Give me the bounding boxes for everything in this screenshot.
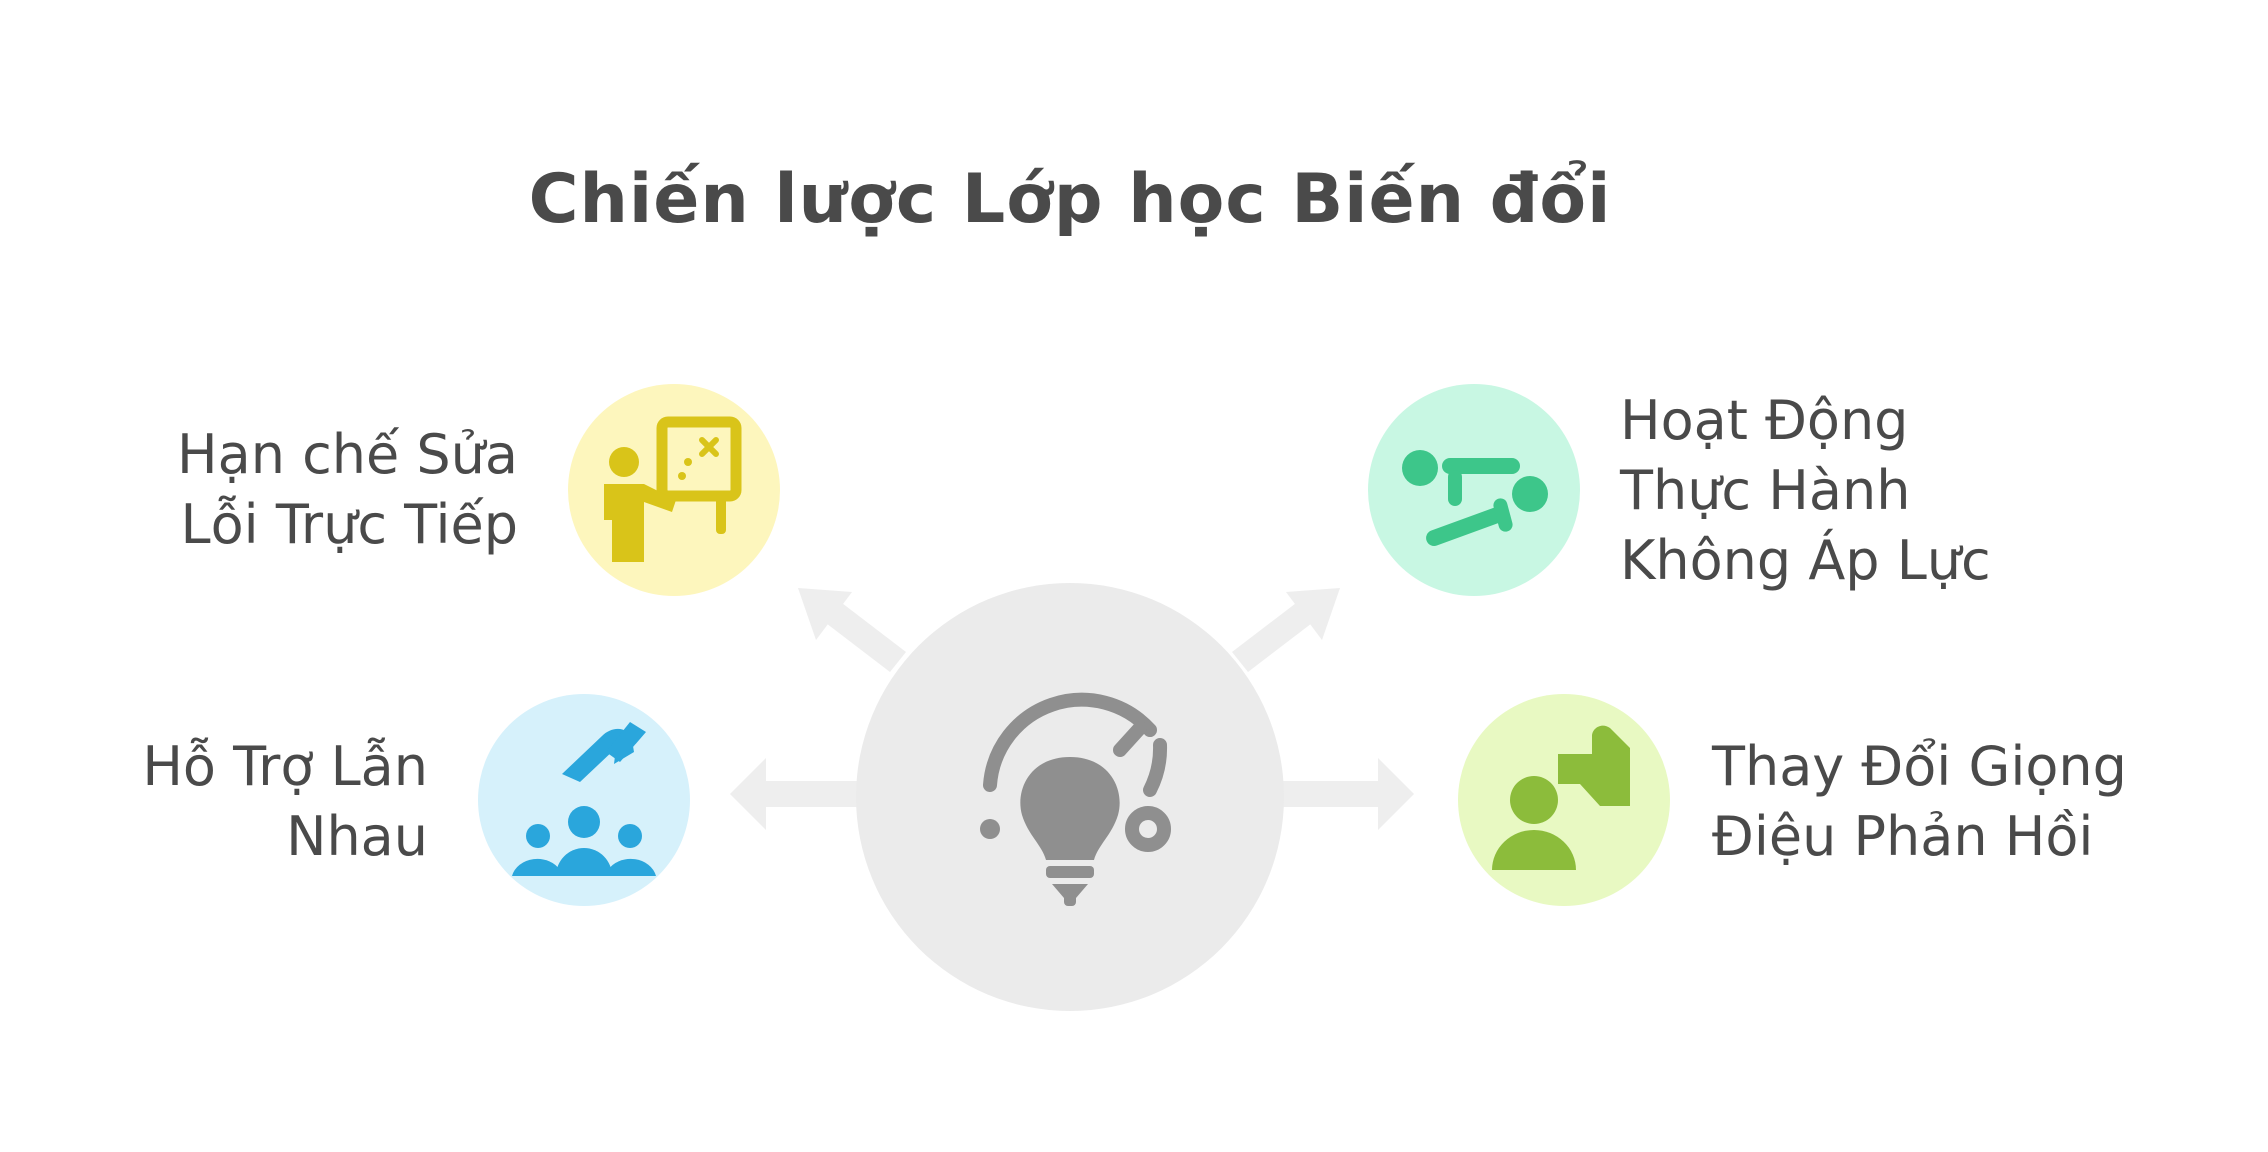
person-speech-icon [1492, 725, 1630, 870]
node-bottom-left-line-2: Nhau [286, 805, 428, 868]
arrow-right [1280, 758, 1414, 830]
teacher-board-icon [604, 416, 742, 562]
node-top-left-line-1: Hạn chế Sửa [177, 423, 518, 486]
node-bottom-right-line-2: Điệu Phản Hồi [1712, 805, 2094, 868]
arrows [730, 588, 1414, 830]
node-top-right-label: Hoạt Động Thực Hành Không Áp Lực [1620, 386, 1991, 596]
pushup-exercise-icon [1402, 450, 1548, 546]
node-bottom-right-circle [1458, 694, 1670, 906]
lightbulb-icon [980, 757, 1120, 906]
node-bottom-left-circle [478, 694, 690, 906]
helping-hand-group-icon [512, 722, 656, 876]
node-top-left-label: Hạn chế Sửa Lỗi Trực Tiếp [177, 420, 518, 560]
node-bottom-left-line-1: Hỗ Trợ Lẫn [142, 735, 428, 798]
diagram-title: Chiến lược Lớp học Biến đổi [528, 160, 1612, 239]
node-top-left-circle [568, 384, 780, 596]
arrow-upper-left [798, 588, 906, 672]
node-bottom-right-line-1: Thay Đổi Giọng [1712, 735, 2127, 798]
node-top-right-circle [1368, 384, 1580, 596]
node-bottom-right-label: Thay Đổi Giọng Điệu Phản Hồi [1712, 732, 2127, 872]
node-bottom-left-label: Hỗ Trợ Lẫn Nhau [142, 732, 428, 872]
arrow-left [730, 758, 870, 830]
lightbulb-cycle-icon [983, 692, 1171, 852]
arrow-upper-right [1232, 588, 1340, 672]
node-top-right-line-3: Không Áp Lực [1620, 529, 1991, 592]
node-top-left-line-2: Lỗi Trực Tiếp [180, 493, 518, 556]
node-top-right-line-2: Thực Hành [1620, 459, 1911, 522]
node-top-right-line-1: Hoạt Động [1620, 389, 1909, 452]
